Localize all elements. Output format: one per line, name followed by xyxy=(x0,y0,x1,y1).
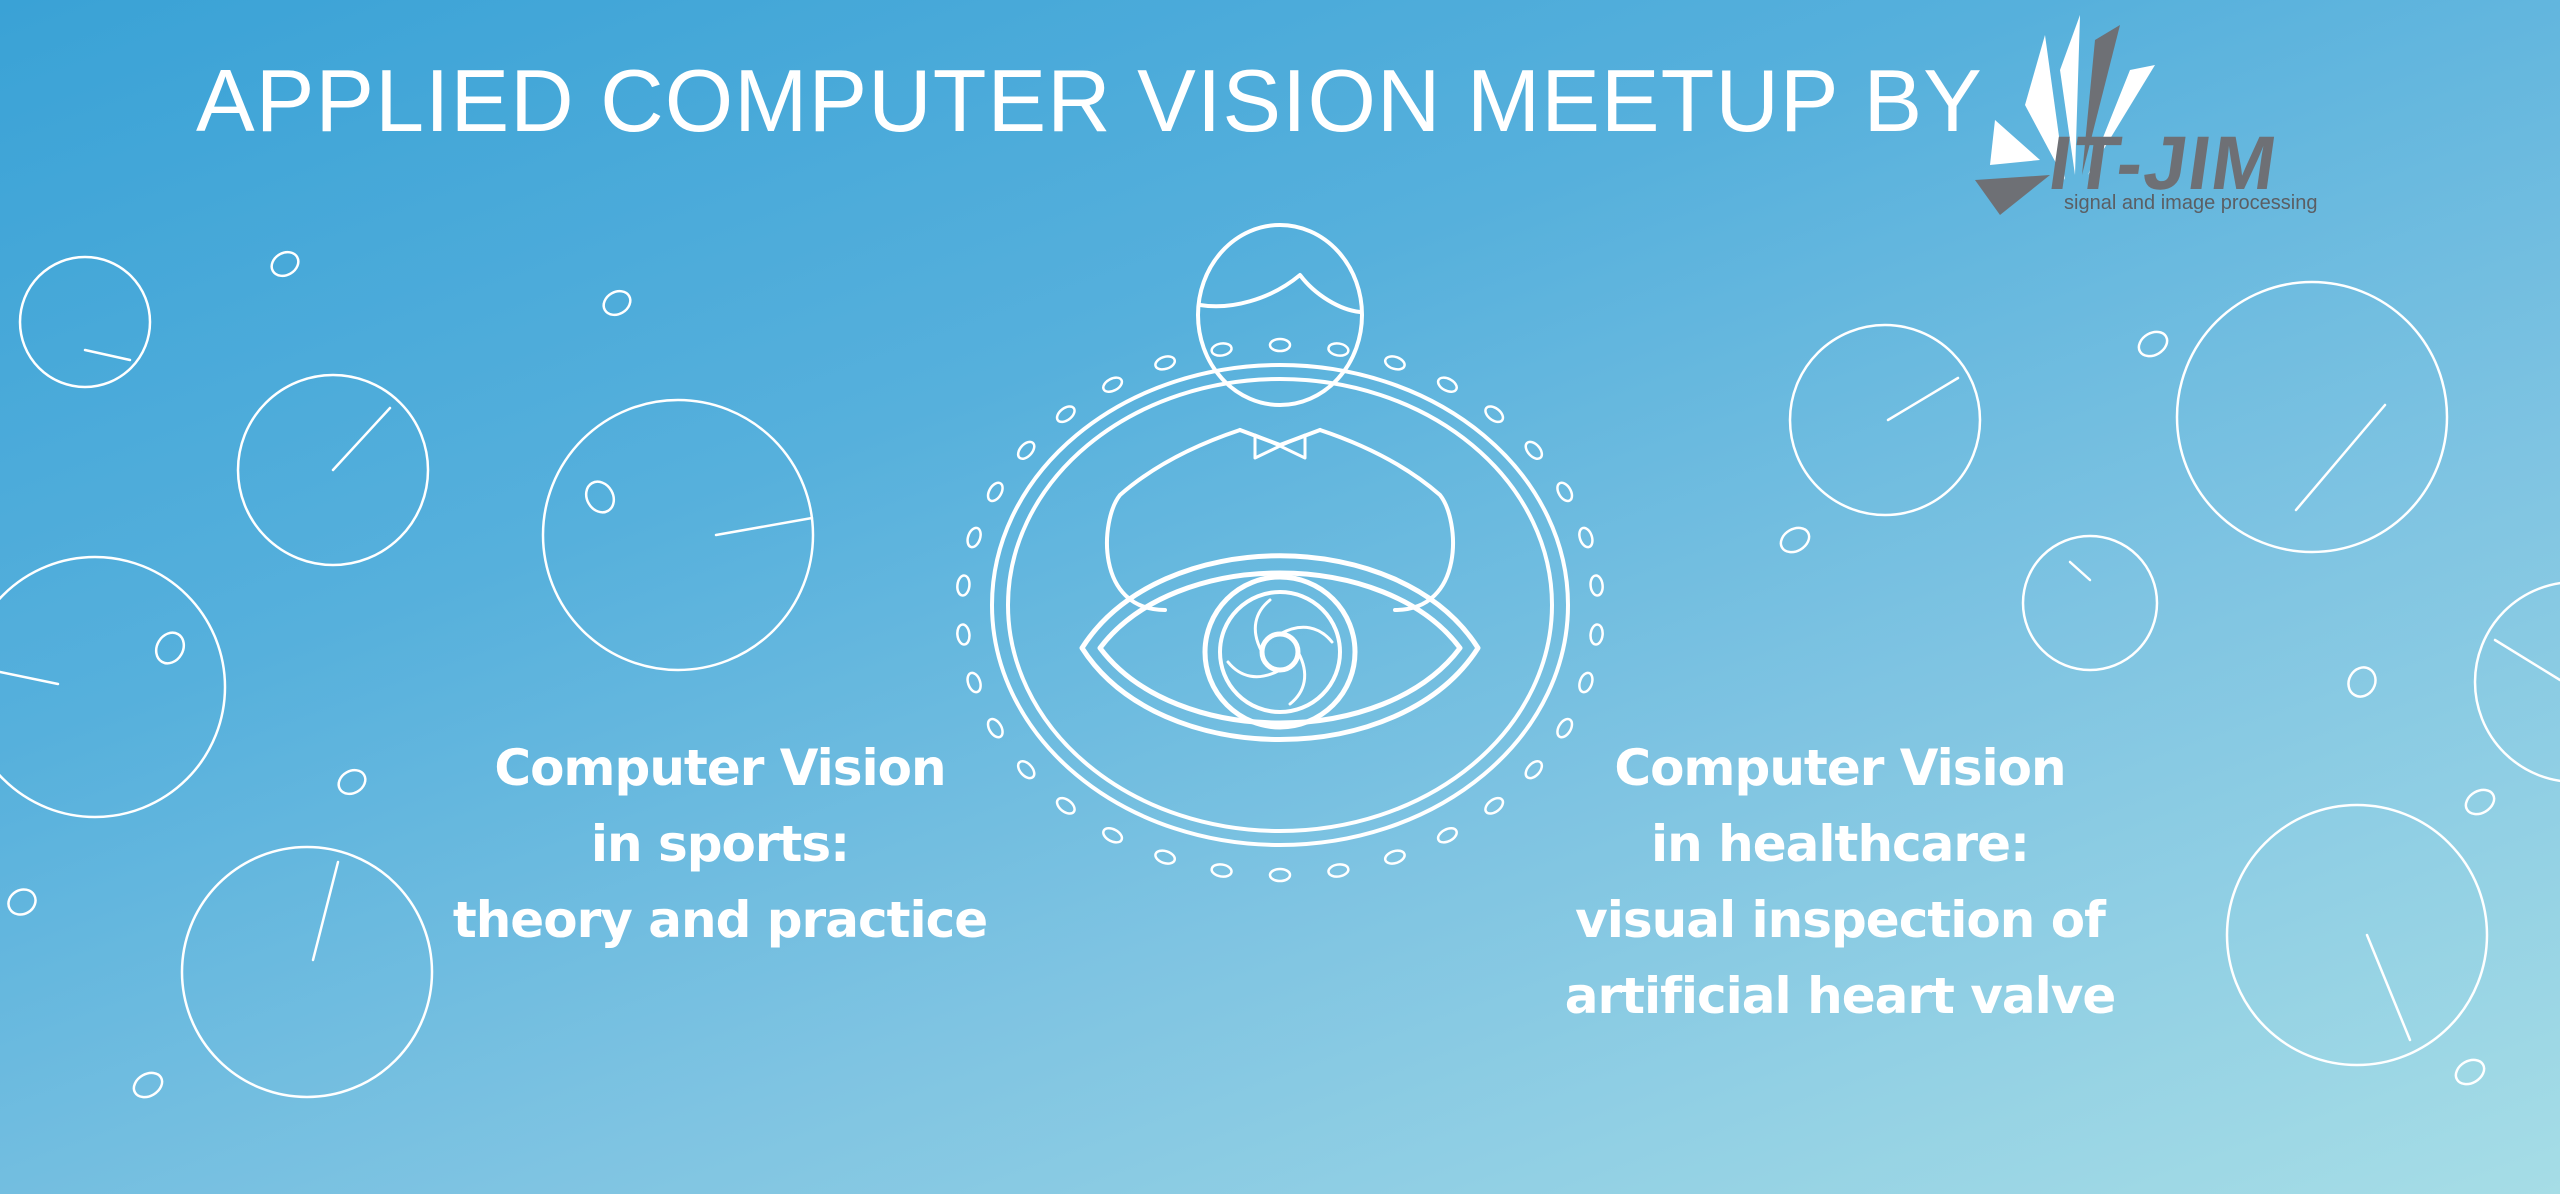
gauge-circle-decoration xyxy=(2225,803,2489,1067)
dot-decoration xyxy=(1484,796,1505,815)
gauge-circle-decoration xyxy=(236,373,430,567)
gauge-circle-decoration xyxy=(180,845,434,1099)
talk-title-line: Computer Vision xyxy=(1614,739,2066,797)
dot-decoration xyxy=(1102,376,1124,393)
dot-decoration xyxy=(1268,337,1292,353)
gauge-circle-decoration xyxy=(2021,534,2159,672)
talk-title-line: visual inspection of xyxy=(1575,891,2106,949)
talk-title-line: artificial heart valve xyxy=(1564,967,2117,1025)
gauge-circle-decoration xyxy=(2473,581,2560,783)
dot-decoration xyxy=(1154,355,1177,371)
dot-decoration xyxy=(986,717,1004,739)
gauge-circle-decoration xyxy=(0,555,227,819)
logo-mark-icon xyxy=(1975,15,2155,215)
dot-decoration xyxy=(1556,717,1574,739)
talk-sports: Computer Vision in sports: theory and pr… xyxy=(430,730,1010,958)
dot-decoration xyxy=(1210,863,1233,878)
dot-decoration xyxy=(1589,574,1604,597)
dot-decoration xyxy=(1556,481,1574,503)
logo-tagline: signal and image processing xyxy=(2064,192,2318,214)
gauge-circle-decoration xyxy=(18,255,152,389)
dot-decoration xyxy=(1055,405,1076,424)
dot-decoration xyxy=(1436,376,1458,393)
dot-decoration xyxy=(1210,342,1233,357)
dot-decoration xyxy=(1055,796,1076,815)
dot-decoration xyxy=(966,526,982,549)
gauge-circle-decoration xyxy=(2175,280,2449,554)
dot-decoration xyxy=(986,481,1004,503)
dot-decoration xyxy=(956,623,971,646)
talk-title-line: theory and practice xyxy=(452,891,988,949)
dot-decoration xyxy=(966,671,982,694)
dot-decoration xyxy=(1016,440,1036,460)
dot-decoration xyxy=(1268,867,1292,883)
dot-decoration xyxy=(1327,863,1350,878)
dot-decoration xyxy=(1524,760,1544,780)
dot-decoration xyxy=(1484,405,1505,424)
dot-decoration xyxy=(1578,671,1594,694)
dot-decoration xyxy=(956,574,971,597)
dot-decoration xyxy=(1524,440,1544,460)
talk-title-line: in healthcare: xyxy=(1651,815,2030,873)
person-with-eye-icon xyxy=(956,223,1604,883)
dot-decoration xyxy=(1327,342,1350,357)
gauge-circle-decoration xyxy=(541,398,815,672)
bubble-decoration xyxy=(7,250,2496,1099)
dot-decoration xyxy=(1436,827,1458,844)
talk-title-line: Computer Vision xyxy=(494,739,946,797)
dot-decoration xyxy=(1383,355,1406,371)
dot-decoration xyxy=(1102,827,1124,844)
dot-decoration xyxy=(1589,623,1604,646)
dot-decoration xyxy=(1578,526,1594,549)
dot-decoration xyxy=(1383,849,1406,865)
talk-healthcare: Computer Vision in healthcare: visual in… xyxy=(1540,730,2140,1034)
it-jim-logo: IT-JIM signal and image processing xyxy=(1970,10,2370,215)
page-title: APPLIED COMPUTER VISION MEETUP BY xyxy=(196,51,1983,150)
talk-title-line: in sports: xyxy=(590,815,850,873)
gauge-circle-decoration xyxy=(1788,323,1982,517)
dot-decoration xyxy=(1016,760,1036,780)
dot-decoration xyxy=(1154,849,1177,865)
